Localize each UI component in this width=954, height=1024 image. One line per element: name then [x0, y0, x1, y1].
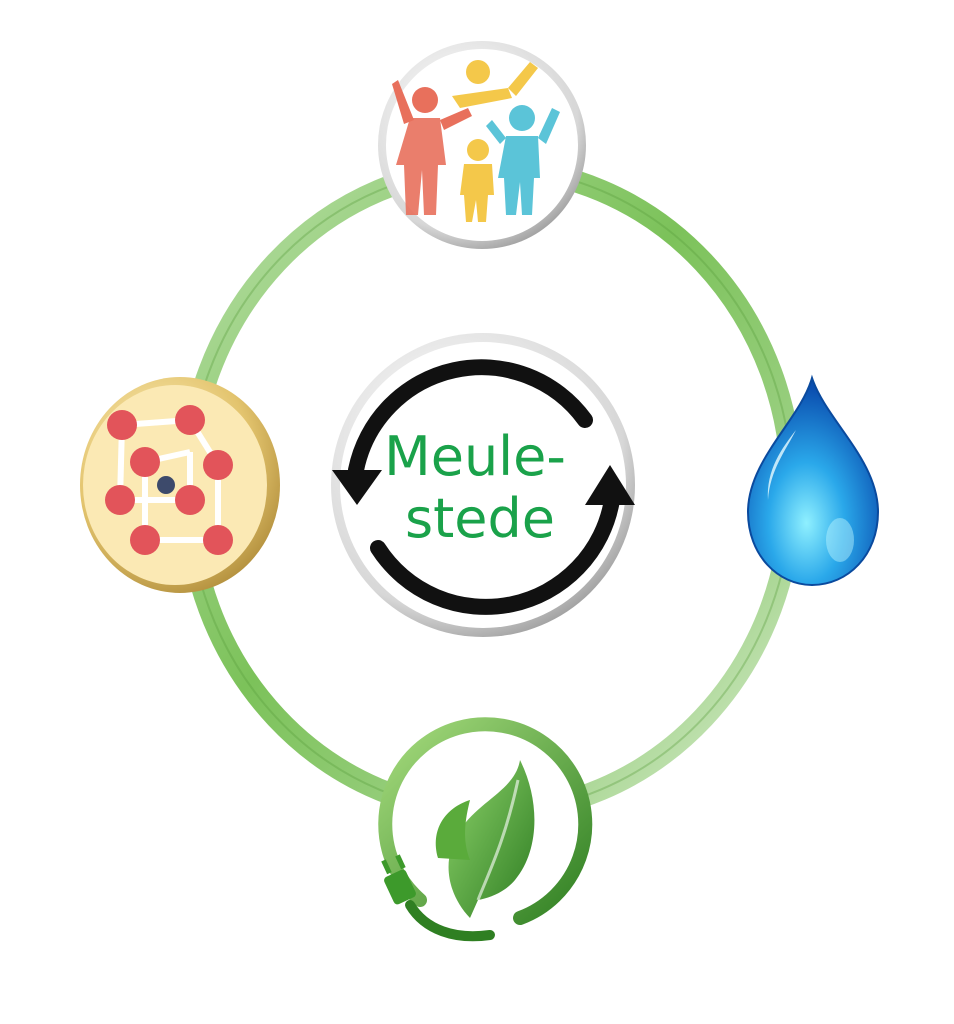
center-label-line2: stede	[405, 487, 555, 550]
center-label-line1: Meule-	[384, 425, 566, 488]
water-node	[746, 374, 880, 587]
energy-ring	[378, 717, 593, 925]
energy-node	[378, 717, 593, 942]
community-node	[378, 41, 586, 249]
molecule-core	[157, 476, 175, 494]
molecule-atoms	[105, 405, 233, 555]
plug-icon	[381, 854, 495, 942]
leaf-half	[435, 800, 470, 860]
leaf-vein	[476, 779, 520, 901]
water-drop-icon	[746, 374, 880, 587]
people-family-icon	[392, 60, 560, 222]
recycle-arrows-icon	[332, 359, 635, 615]
materials-node	[80, 377, 280, 593]
center-node: Meule- stede	[331, 333, 635, 637]
